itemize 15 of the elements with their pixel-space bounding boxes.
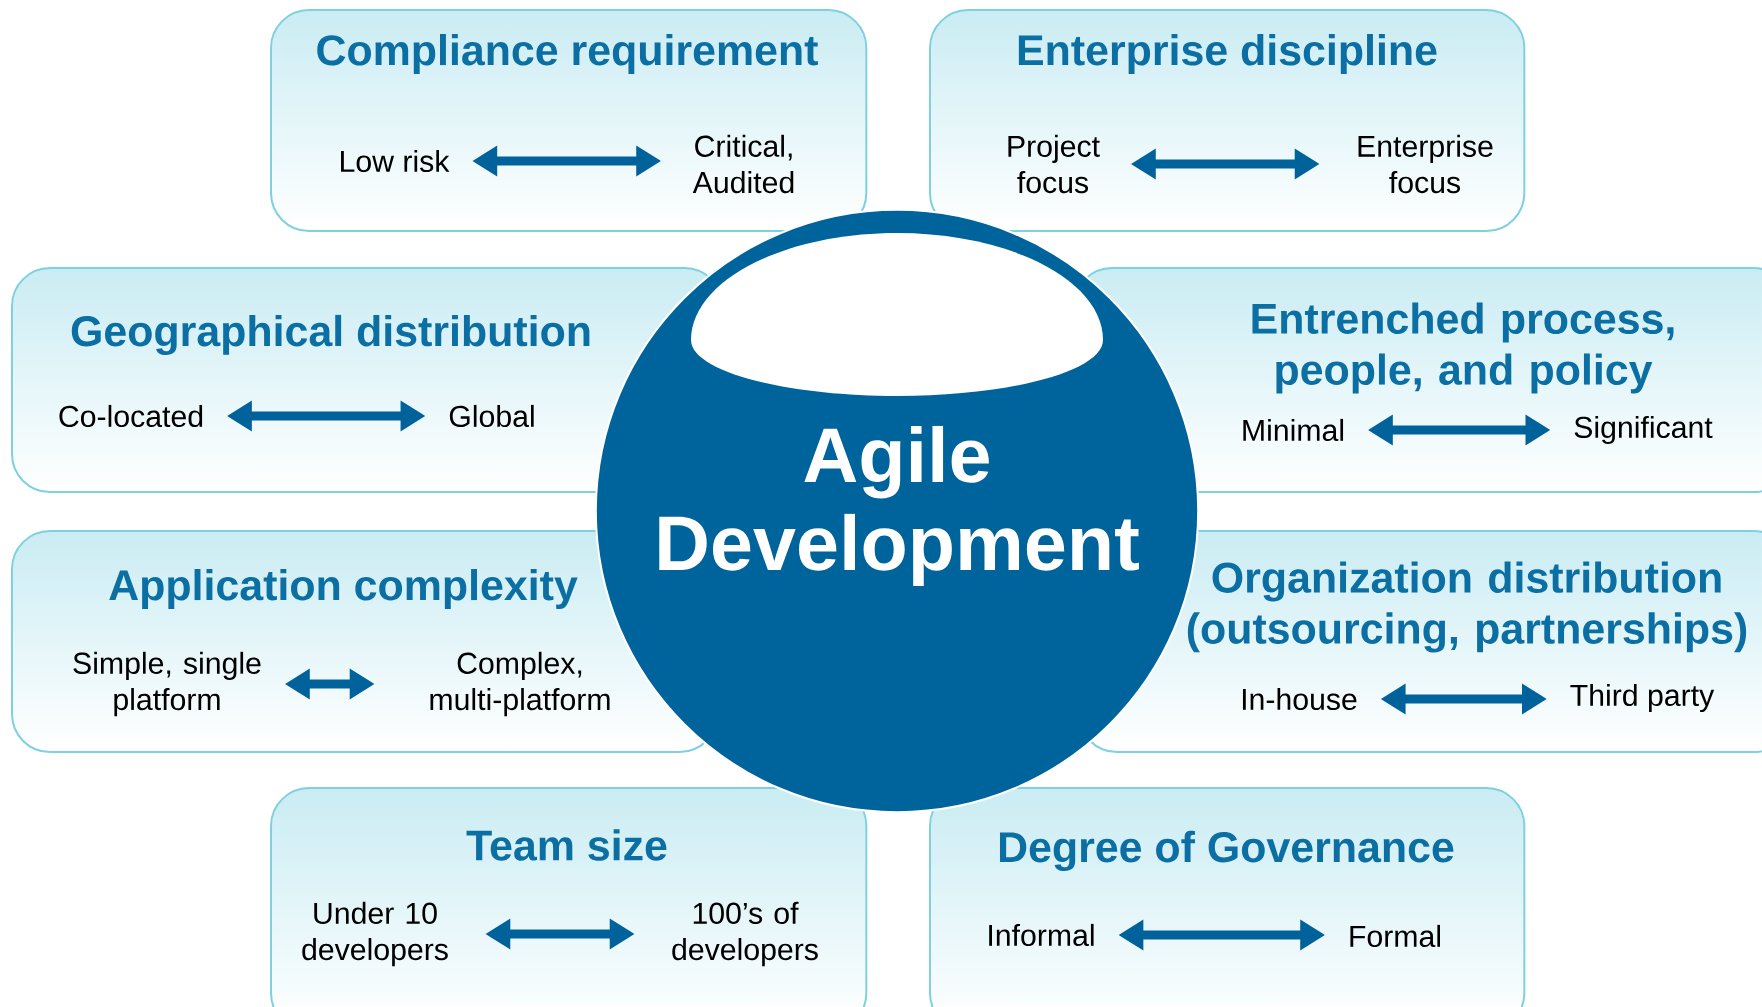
end-label: Simple, single platform — [73, 651, 261, 717]
end-label: Formal — [1350, 924, 1440, 948]
end-label: Third party — [1570, 683, 1715, 713]
end-label: Informal — [989, 923, 1094, 947]
end-label: Under 10 developers — [302, 901, 448, 967]
end-label: Low risk — [341, 149, 450, 173]
end-label: Significant — [1574, 415, 1713, 445]
end-label: Co-located — [59, 404, 203, 428]
end-label: In-house — [1242, 687, 1357, 711]
end-label: Critical, Audited — [692, 134, 794, 194]
end-label: Global — [449, 404, 534, 428]
end-label: 100’s of developers — [672, 901, 818, 967]
end-label: Minimal — [1243, 418, 1344, 442]
end-label: Project focus — [1008, 134, 1100, 194]
end-label: Enterprise focus — [1358, 134, 1493, 194]
